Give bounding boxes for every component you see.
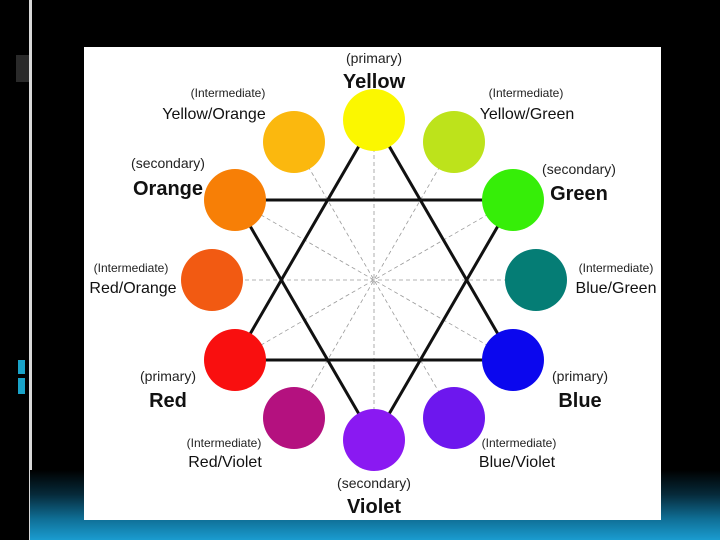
violet-type-label: (secondary) (337, 475, 411, 491)
blue-green-name-label: Blue/Green (576, 280, 657, 297)
orange-swatch (204, 169, 266, 231)
red-swatch (204, 329, 266, 391)
blue-violet-name-label: Blue/Violet (479, 454, 556, 471)
color-wheel-diagram: (primary) Yellow (Intermediate) Yellow/O… (89, 50, 656, 518)
wheel-spokes (212, 120, 536, 440)
yellow-orange-name-label: Yellow/Orange (162, 106, 266, 123)
slide-accent-mark (18, 360, 25, 374)
red-type-label: (primary) (140, 368, 196, 384)
blue-green-type-label: (Intermediate) (579, 261, 654, 275)
orange-type-label: (secondary) (131, 155, 205, 171)
blue-name-label: Blue (558, 390, 601, 412)
yellow-name-label: Yellow (343, 71, 406, 93)
violet-swatch (343, 409, 405, 471)
slide-left-rail (0, 0, 29, 540)
wheel-triangles (232, 117, 516, 443)
spoke-line (234, 199, 514, 361)
green-swatch (482, 169, 544, 231)
primary-triangle (232, 117, 516, 362)
yellow-green-type-label: (Intermediate) (489, 86, 564, 100)
green-type-label: (secondary) (542, 161, 616, 177)
yellow-green-name-label: Yellow/Green (480, 106, 575, 123)
yellow-type-label: (primary) (346, 50, 402, 66)
color-swatches (181, 89, 567, 471)
wheel-labels: (primary) Yellow (Intermediate) Yellow/O… (89, 50, 656, 518)
slide-accent-mark (18, 378, 25, 394)
slide-rail-line (29, 0, 32, 540)
violet-name-label: Violet (347, 496, 401, 518)
secondary-triangle (232, 198, 516, 443)
red-violet-name-label: Red/Violet (188, 454, 262, 471)
red-orange-type-label: (Intermediate) (94, 261, 169, 275)
yellow-swatch (343, 89, 405, 151)
yellow-orange-type-label: (Intermediate) (191, 86, 266, 100)
yellow-green-swatch (423, 111, 485, 173)
yellow-orange-swatch (263, 111, 325, 173)
red-violet-type-label: (Intermediate) (187, 436, 262, 450)
blue-green-swatch (505, 249, 567, 311)
spoke-line (234, 199, 514, 361)
slide-bullet-marker (16, 55, 30, 82)
color-wheel-figure: (primary) Yellow (Intermediate) Yellow/O… (84, 47, 661, 520)
red-orange-name-label: Red/Orange (89, 280, 176, 297)
red-violet-swatch (263, 387, 325, 449)
blue-violet-type-label: (Intermediate) (482, 436, 557, 450)
blue-type-label: (primary) (552, 368, 608, 384)
red-name-label: Red (149, 390, 187, 412)
orange-name-label: Orange (133, 178, 203, 200)
green-name-label: Green (550, 183, 608, 205)
blue-swatch (482, 329, 544, 391)
red-orange-swatch (181, 249, 243, 311)
blue-violet-swatch (423, 387, 485, 449)
